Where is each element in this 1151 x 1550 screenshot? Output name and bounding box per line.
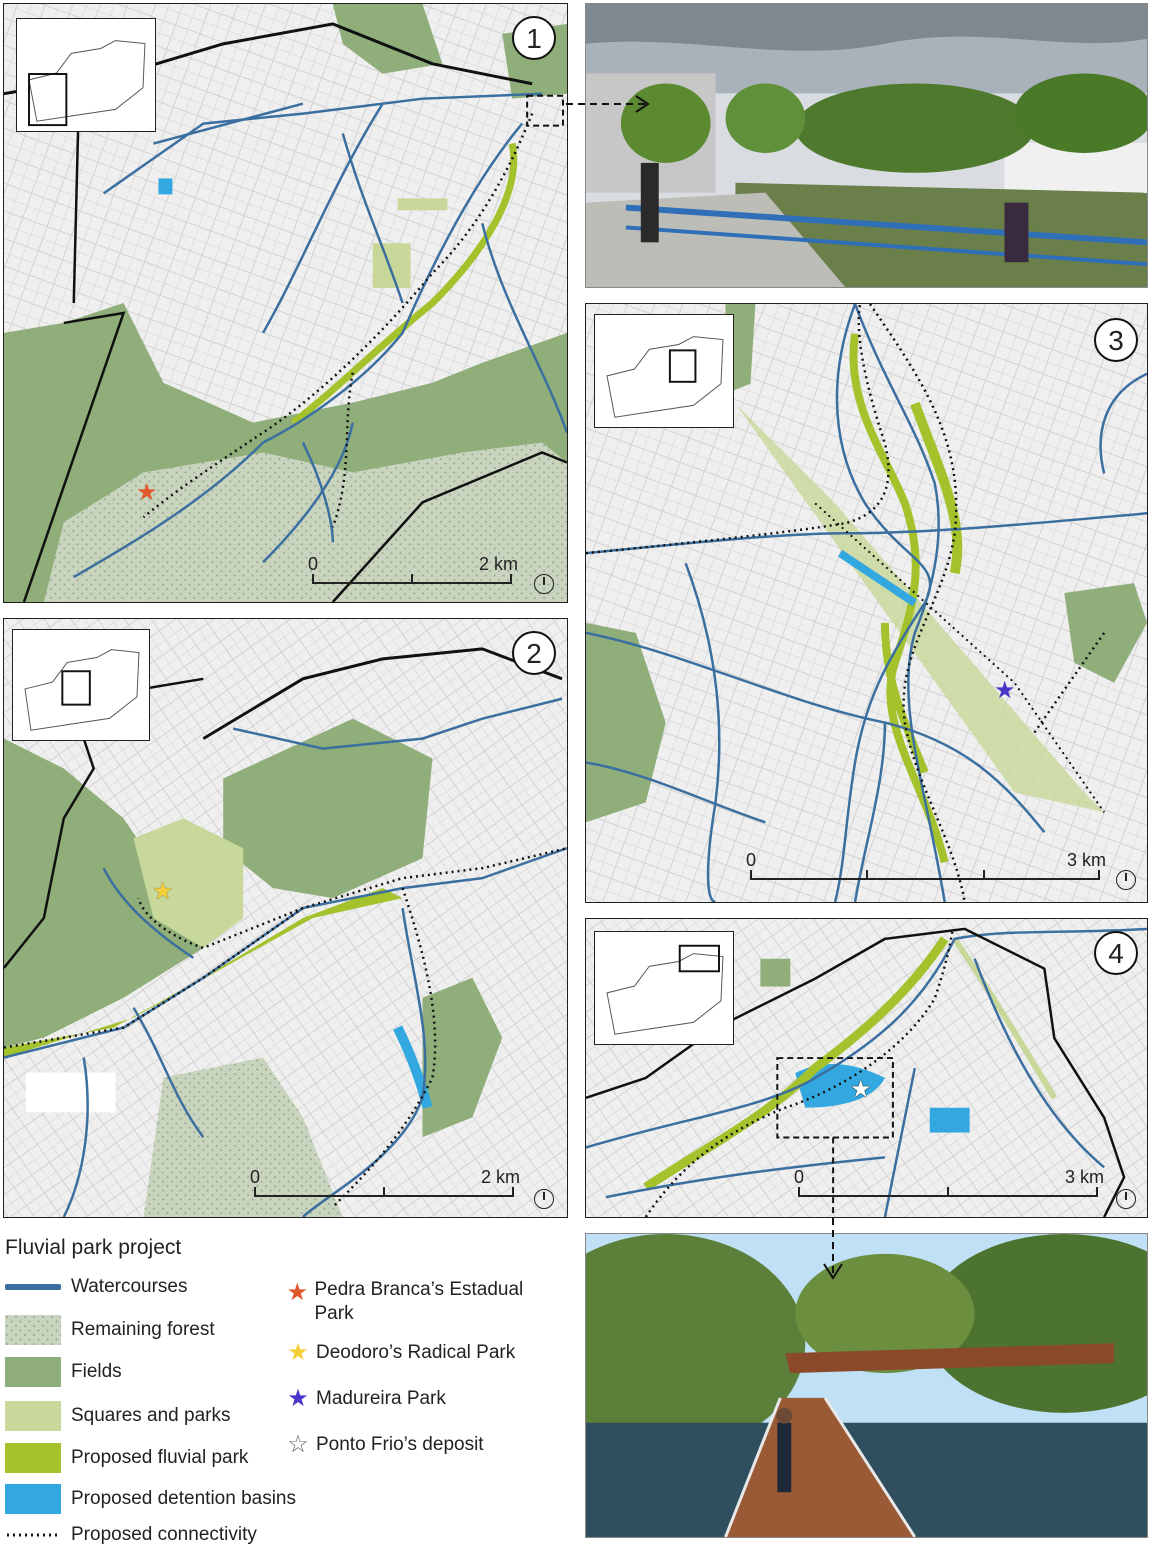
scale-start-label: 0: [746, 850, 757, 870]
scale-start-label: 0: [794, 1167, 805, 1187]
legend-marker-deodoro: ★ Deodoro’s Radical Park: [284, 1338, 515, 1367]
north-arrow-icon: [534, 1189, 554, 1209]
scale-end-label: 2 km: [478, 554, 518, 574]
scale-start-label: 0: [308, 554, 319, 574]
legend-item-connectivity: Proposed connectivity: [5, 1520, 257, 1550]
detention-basin-swatch: [5, 1484, 61, 1514]
street-photo-canal: [585, 3, 1148, 288]
fields-swatch: [5, 1357, 61, 1387]
map-panel-2: 2 0 2 km ★: [3, 618, 568, 1218]
locator-inset-4: [594, 931, 734, 1045]
star-icon: ★: [287, 1339, 309, 1366]
map-panel-1-canvas: [4, 4, 567, 602]
scale-bar: 0 3 km: [794, 1167, 1104, 1213]
locator-inset-3: [594, 314, 734, 428]
forest-swatch: [5, 1315, 61, 1345]
fluvial-park-swatch: [5, 1443, 61, 1473]
pedra-branca-star-marker: ★: [136, 479, 158, 506]
watercourse-line-swatch: [5, 1284, 61, 1290]
legend-marker-ponto-frio: ☆ Ponto Frio’s deposit: [284, 1430, 483, 1459]
star-icon: ★: [287, 1385, 309, 1412]
panel-number-badge: 4: [1094, 931, 1138, 975]
canal-photo-illustration: [586, 4, 1147, 287]
locator-map-icon: [606, 944, 724, 1035]
locator-inset-2: [12, 629, 150, 741]
locator-inset-1: [16, 18, 156, 132]
scale-bar: 0 3 km: [746, 850, 1106, 896]
north-arrow-icon: [534, 574, 554, 594]
star-icon: ★: [286, 1279, 308, 1306]
scale-end-label: 3 km: [1064, 1167, 1104, 1187]
scale-bar: 0 2 km: [308, 554, 518, 600]
legend-marker-madureira: ★ Madureira Park: [284, 1384, 446, 1413]
locator-map-icon: [24, 649, 140, 731]
north-arrow-icon: [1116, 870, 1136, 890]
legend-item-squares-parks: Squares and parks: [5, 1401, 231, 1431]
scale-end-label: 2 km: [480, 1167, 520, 1187]
locator-map-icon: [606, 336, 724, 418]
legend-item-fluvial-park: Proposed fluvial park: [5, 1443, 248, 1473]
panel-number-badge: 1: [512, 16, 556, 60]
panel-number-badge: 2: [512, 631, 556, 675]
panel-number-badge: 3: [1094, 318, 1138, 362]
boardwalk-render-illustration: [586, 1234, 1147, 1537]
boardwalk-render: [585, 1233, 1148, 1538]
madureira-star-marker: ★: [994, 677, 1016, 704]
locator-map-icon: [28, 40, 146, 127]
ponto-frio-star-marker: ★: [850, 1076, 872, 1103]
scale-bar: 0 2 km: [250, 1167, 520, 1213]
scale-start-label: 0: [250, 1167, 261, 1187]
star-outline-icon: ☆: [287, 1431, 309, 1458]
map-panel-4: 4 0 3 km ★: [585, 918, 1148, 1218]
legend-item-remaining-forest: Remaining forest: [5, 1315, 215, 1345]
north-arrow-icon: [1116, 1189, 1136, 1209]
map-panel-1: 1 0 2 km ★: [3, 3, 568, 603]
legend-item-detention-basins: Proposed detention basins: [5, 1484, 296, 1514]
legend-item-fields: Fields: [5, 1357, 122, 1387]
squares-swatch: [5, 1401, 61, 1431]
map-panel-3: 3 0 3 km ★: [585, 303, 1148, 903]
legend-title: Fluvial park project: [5, 1236, 182, 1259]
deodoro-star-marker: ★: [152, 878, 174, 905]
legend-marker-pedra-branca: ★ Pedra Branca’s Estadual Park: [284, 1278, 554, 1326]
legend-item-watercourses: Watercourses: [5, 1272, 188, 1302]
scale-end-label: 3 km: [1066, 850, 1106, 870]
connectivity-swatch: [7, 1533, 59, 1537]
